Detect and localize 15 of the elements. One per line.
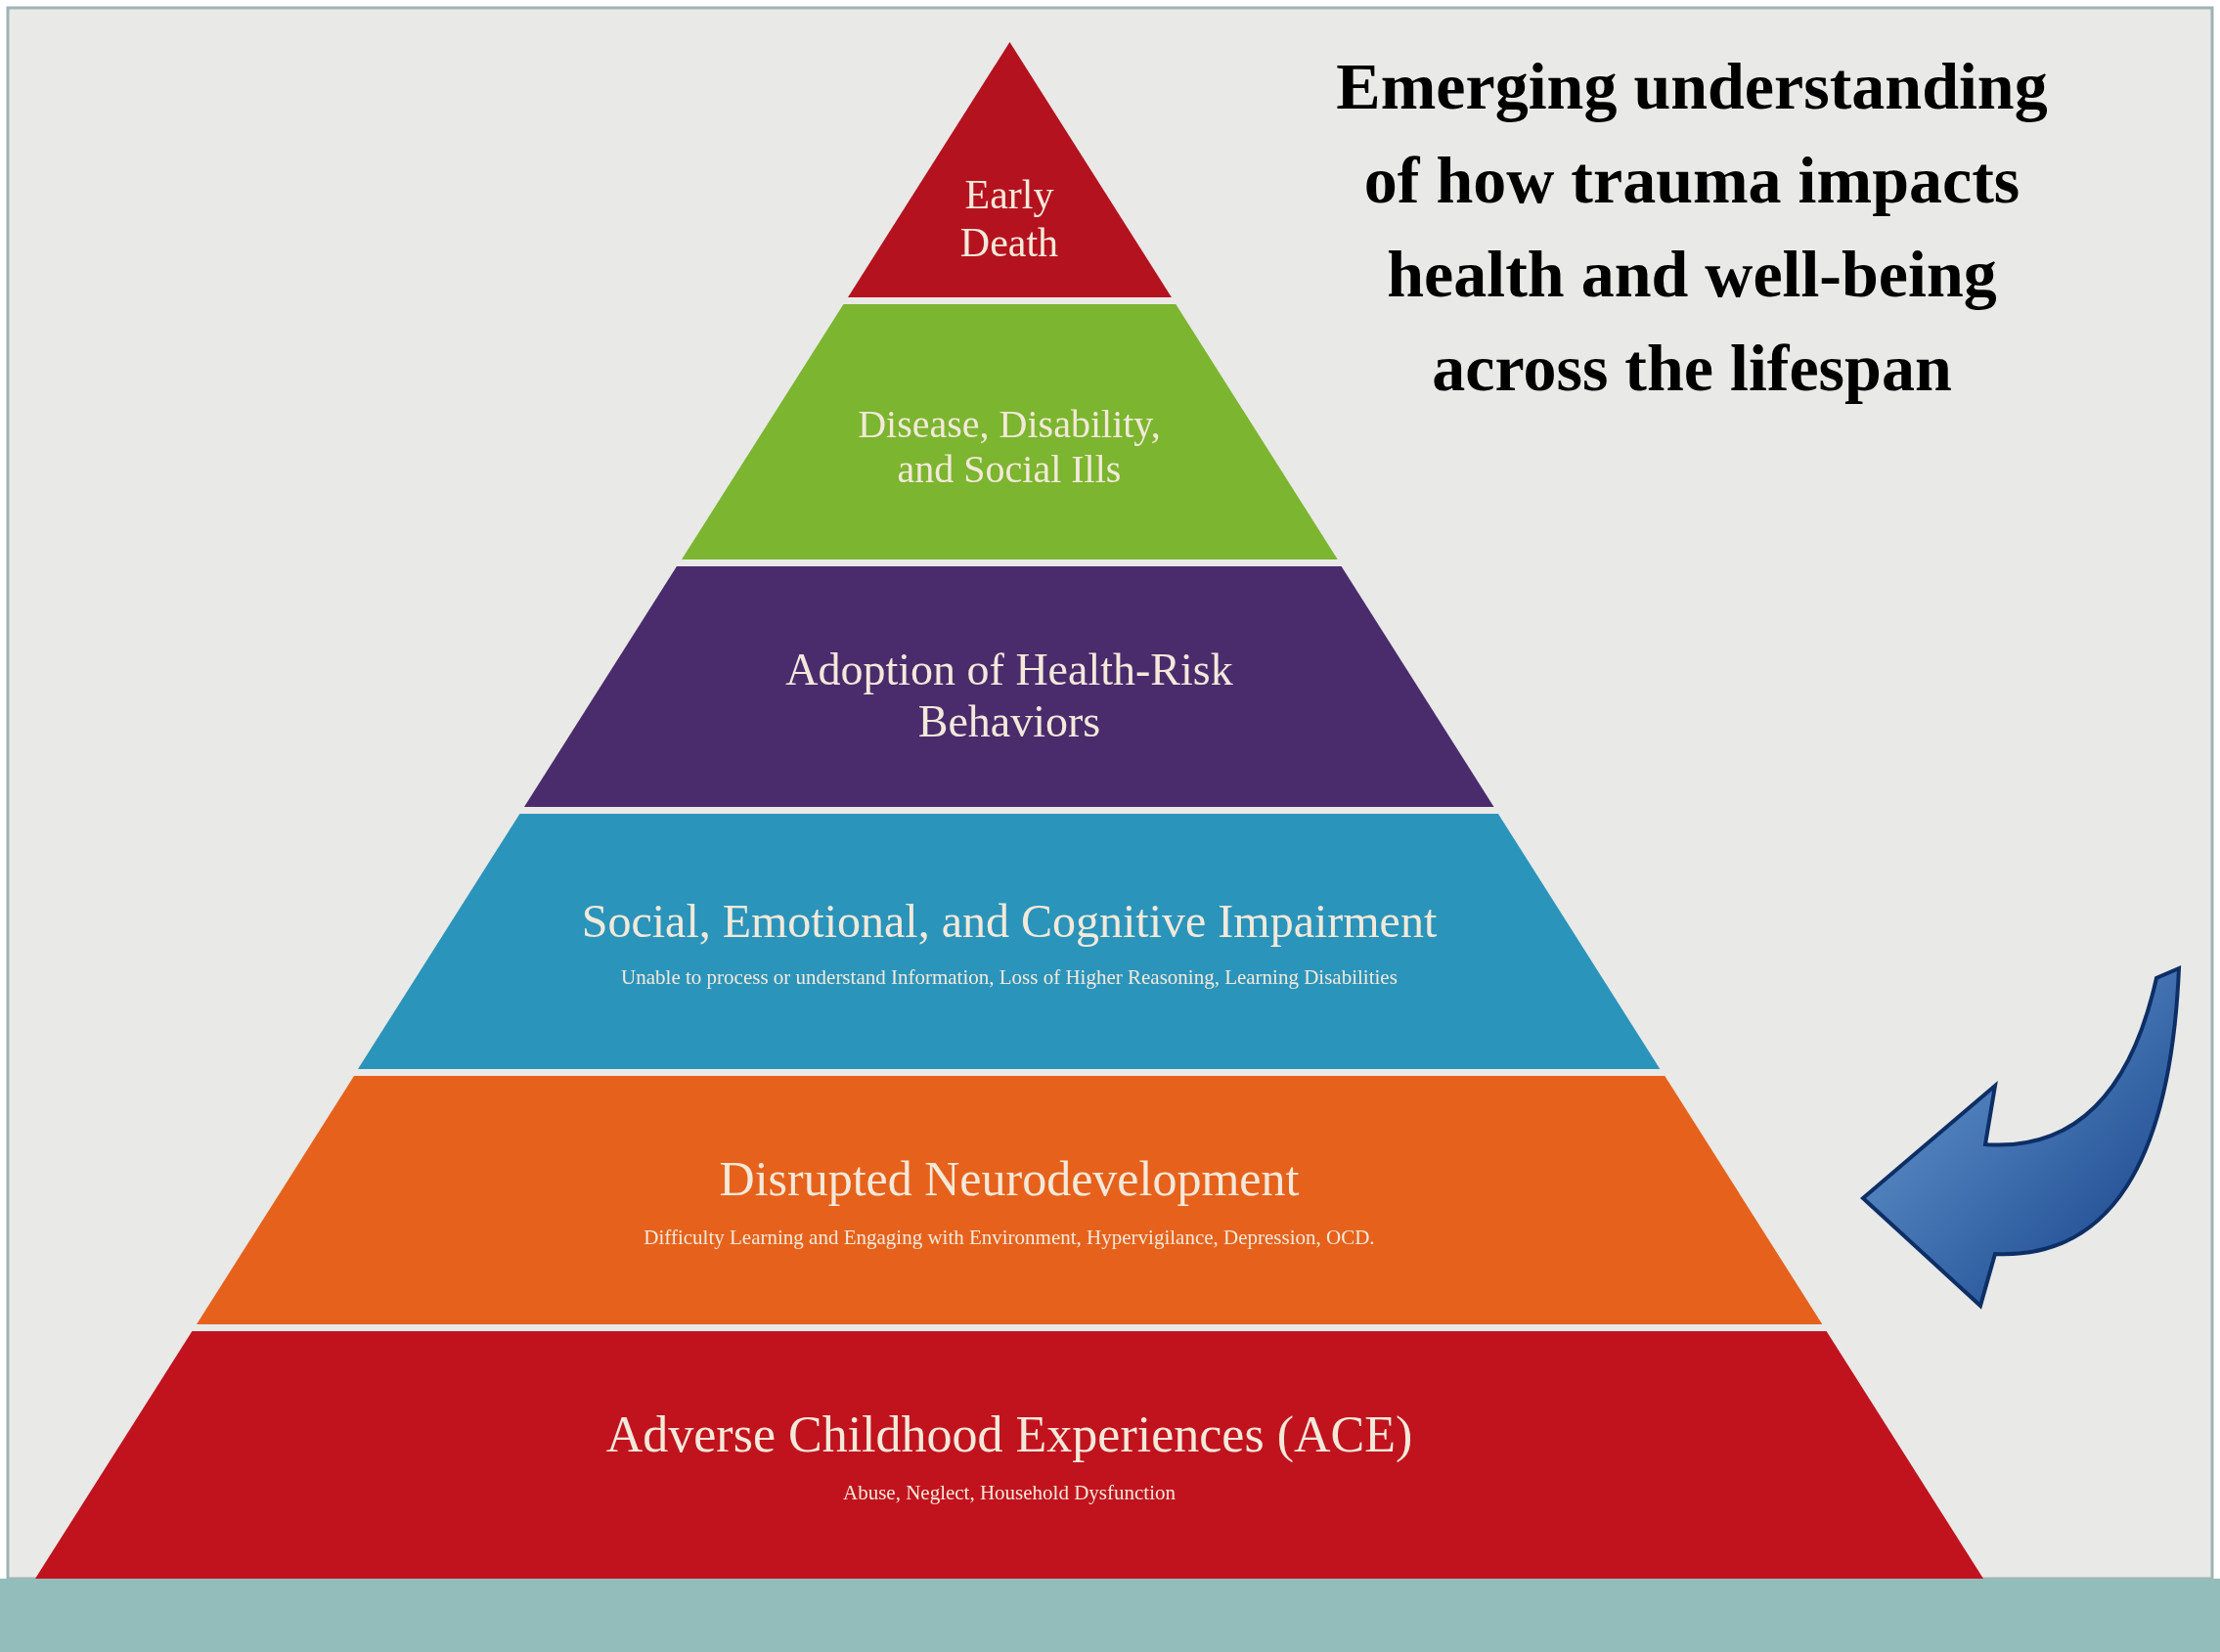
level-title: Adverse Childhood Experiences (ACE) bbox=[605, 1405, 1413, 1464]
pyramid-level bbox=[35, 1331, 1983, 1579]
level-description: Abuse, Neglect, Household Dysfunction bbox=[843, 1481, 1176, 1505]
level-title: Disrupted Neurodevelopment bbox=[719, 1151, 1300, 1208]
level-title: Social, Emotional, and Cognitive Impairment bbox=[581, 893, 1438, 948]
pyramid-level bbox=[681, 304, 1338, 559]
diagram-title: Emerging understanding of how trauma impacts health and well-being across the lifespan bbox=[1335, 48, 2049, 407]
level-title: Adoption of Health-Risk Behaviors bbox=[784, 645, 1234, 748]
level-description: Difficulty Learning and Engaging with Environment, Hypervigilance, Depression, OCD. bbox=[644, 1225, 1375, 1249]
level-title: Early Death bbox=[958, 171, 1060, 266]
pyramid-level bbox=[358, 814, 1661, 1069]
level-description: Unable to process or understand Information, Loss of Higher Reasoning, Learning Disabilities bbox=[621, 965, 1398, 990]
pyramid-level bbox=[847, 42, 1172, 297]
level-title: Disease, Disability, and Social Ills bbox=[857, 401, 1162, 492]
pyramid-level bbox=[524, 566, 1494, 807]
